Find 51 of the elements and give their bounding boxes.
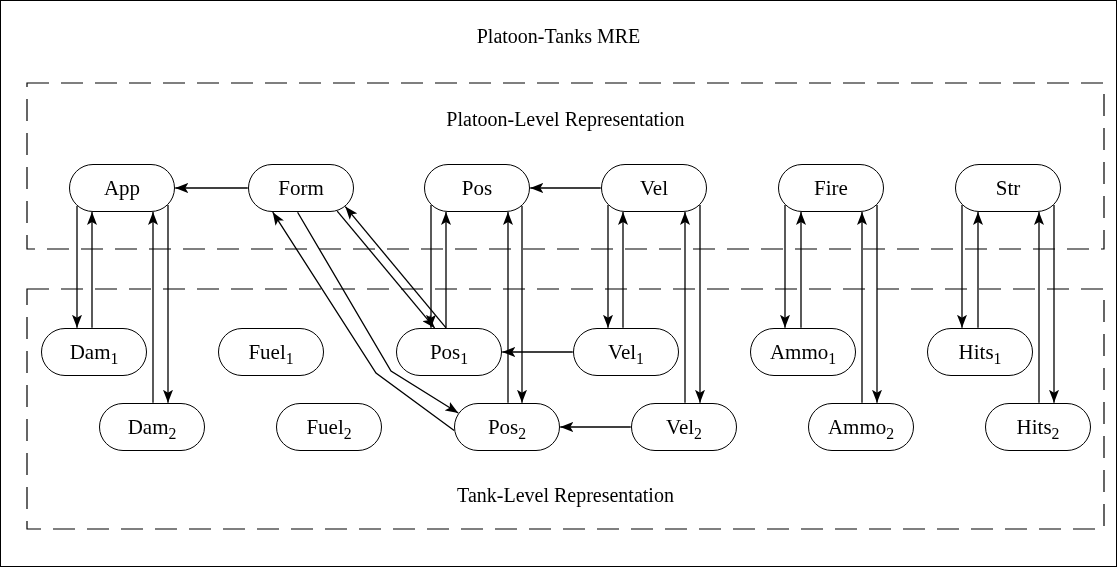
state-node: Str bbox=[955, 164, 1061, 212]
arrow bbox=[148, 211, 158, 404]
arrow bbox=[426, 204, 436, 329]
arrow bbox=[695, 204, 705, 404]
state-node: Dam$_{2}$ bbox=[99, 403, 205, 451]
arrow bbox=[973, 211, 983, 329]
state-node: Vel bbox=[601, 164, 707, 212]
arrow bbox=[1049, 204, 1059, 404]
arrow bbox=[603, 204, 613, 329]
arrow bbox=[296, 211, 459, 414]
arrow bbox=[529, 183, 602, 193]
arrow bbox=[163, 204, 173, 404]
arrow bbox=[618, 211, 628, 329]
arrow bbox=[344, 205, 447, 329]
arrow bbox=[441, 211, 451, 329]
state-node: Fire bbox=[778, 164, 884, 212]
arrow bbox=[501, 347, 574, 357]
arrow bbox=[87, 211, 97, 329]
state-node: Pos$_{1}$ bbox=[396, 328, 502, 376]
arrow bbox=[872, 204, 882, 404]
state-node: Hits$_{1}$ bbox=[927, 328, 1033, 376]
arrow bbox=[272, 211, 455, 432]
state-node: Vel$_{1}$ bbox=[573, 328, 679, 376]
arrow bbox=[559, 422, 632, 432]
state-node: Ammo$_{1}$ bbox=[750, 328, 856, 376]
state-node: Pos$_{2}$ bbox=[454, 403, 560, 451]
state-node: Fuel$_{1}$ bbox=[218, 328, 324, 376]
arrow bbox=[503, 211, 513, 404]
arrow bbox=[336, 210, 436, 329]
arrow bbox=[780, 204, 790, 329]
state-node: App bbox=[69, 164, 175, 212]
arrow bbox=[72, 205, 82, 329]
arrow bbox=[857, 211, 867, 404]
dashed-region bbox=[27, 83, 1104, 249]
dashed-region bbox=[27, 289, 1104, 529]
region-label: Tank-Level Representation bbox=[457, 484, 674, 507]
state-node: Dam$_{1}$ bbox=[41, 328, 147, 376]
frame-label: Platoon-Tanks MRE bbox=[476, 25, 641, 48]
state-node: Ammo$_{2}$ bbox=[808, 403, 914, 451]
state-node: Vel$_{2}$ bbox=[631, 403, 737, 451]
arrow bbox=[680, 211, 690, 404]
arrow bbox=[957, 204, 967, 329]
arrow bbox=[796, 211, 806, 329]
arrow bbox=[1034, 211, 1044, 404]
arrow bbox=[174, 183, 249, 193]
region-label: Platoon-Level Representation bbox=[446, 108, 685, 131]
arrow bbox=[517, 205, 527, 404]
state-node: Fuel$_{2}$ bbox=[276, 403, 382, 451]
state-node: Hits$_{2}$ bbox=[985, 403, 1091, 451]
state-node: Pos bbox=[424, 164, 530, 212]
state-node: Form bbox=[248, 164, 354, 212]
